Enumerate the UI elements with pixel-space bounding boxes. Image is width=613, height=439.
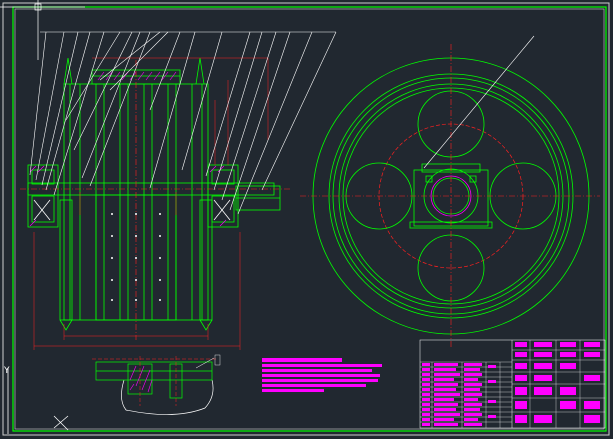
bearing-housing-right: [207, 164, 239, 228]
ucs-y-label: Y: [4, 366, 10, 376]
ucs-axis-icon: [7, 368, 69, 434]
section-centerlines: [20, 60, 290, 340]
inner-border-2: [14, 8, 605, 430]
parts-list-grid: [420, 340, 605, 428]
crosshair-cursor-icon: [0, 0, 85, 60]
part-leader-lines: [29, 31, 337, 215]
parts-list-text-fill: [422, 342, 600, 426]
detail-outline: [121, 379, 214, 415]
end-view: [300, 35, 600, 348]
bearing-housing-left: [27, 164, 59, 228]
bolt-dots: [111, 213, 161, 301]
end-view-centerlines: [300, 44, 600, 348]
inner-border: [12, 6, 607, 432]
detail-view: [92, 354, 221, 415]
end-view-leader: [423, 35, 535, 169]
section-view: [20, 31, 337, 350]
title-block: [419, 339, 606, 429]
section-dimensions: [33, 57, 269, 350]
technical-notes: [262, 358, 382, 392]
detail-hatching: [129, 365, 153, 393]
